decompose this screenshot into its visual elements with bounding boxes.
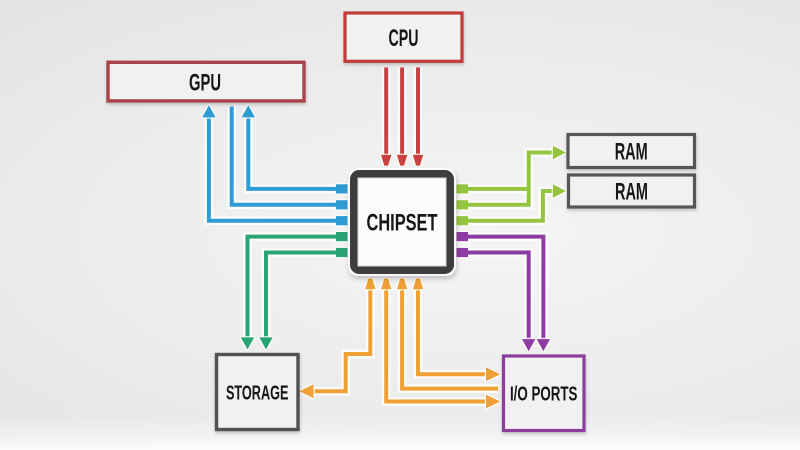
chipset-node: CHIPSET [348,168,456,276]
chipset-ram2-line [463,189,554,223]
chipset-io-orange-line-2-casing [413,288,487,379]
edge-chipset-io-storage-orange [297,277,502,410]
cpu-label: CPU [389,26,419,52]
gpu-arrowhead-2 [200,104,217,119]
cpu-chipset-arrowhead-1 [379,153,393,167]
chipset-io-line-2-casing [463,248,533,340]
chipset-pin-right-1 [456,184,468,194]
edge-chipset-io-purple [463,232,552,353]
io-arrowhead-orange-1 [484,393,502,410]
chipset-io-line-1 [463,234,546,340]
storage-arrowhead-1 [239,336,256,351]
ram1-box [566,132,697,170]
chipset-arrowhead-orange-3 [395,277,409,291]
chipset-arrowhead-orange-4 [411,277,425,291]
chipset-gpu-line-2 [206,116,341,223]
gpu-label: GPU [189,70,221,96]
chipset-pin-right-2 [456,200,468,210]
io-ports-node: I/O PORTS [501,354,586,433]
chipset-gpu-line-1-casing [244,116,341,194]
chipset-arrowhead-orange-1 [363,277,377,291]
chipset-pins [336,184,468,258]
chipset-storage-orange-line-casing [312,288,375,396]
chipset-gpu-line-1 [246,116,341,191]
gpu-arrowhead-1 [240,104,257,119]
chipset-storage-orange-line [312,288,373,394]
ram2-node: RAM [566,173,697,209]
cpu-box [343,11,464,63]
chipset-pin-left-1 [336,184,348,194]
ram2-arrowhead [551,183,568,199]
storage-arrowhead-2 [257,336,275,351]
cpu-chipset-arrowhead-2 [395,153,409,167]
gpu-node: GPU [106,60,306,103]
edge-chipset-ram [463,144,568,225]
io-chipset-orange-line [400,288,498,391]
storage-node: STORAGE [214,352,300,432]
chipset-pin-right-3 [456,216,468,226]
chipset-storage-line-1 [245,234,341,338]
edge-chipset-gpu [200,104,341,225]
chipset-arrowhead-orange-2 [379,277,393,291]
chipset-pin-left-3 [336,216,348,226]
storage-label: STORAGE [226,382,289,405]
chipset-pin-left-4 [336,232,348,242]
chipset-io-orange-line-2 [416,288,487,377]
chipset-storage-line-2 [264,250,341,338]
chipset-label: CHIPSET [367,211,438,237]
ram2-label: RAM [615,180,648,206]
chipset-pin-left-5 [336,247,348,258]
edge-chipset-storage [239,232,341,351]
gpu-chipset-line [229,106,341,207]
io-ports-box [501,354,586,433]
chipset-pin-right-4 [456,232,468,242]
cpu-chipset-arrowhead-3 [411,153,425,167]
io-arrowhead-purple-2 [520,337,537,353]
chipset-pin-right-5 [456,247,468,258]
ram2-box [566,173,697,209]
chipset-io-orange-line-1 [384,288,487,404]
storage-arrowhead-orange [297,383,315,400]
ram1-label: RAM [615,140,648,166]
gpu-box [106,60,306,103]
chipset-io-line-2 [463,250,531,340]
chipset-pin-left-2 [336,200,348,210]
io-arrowhead-purple-1 [535,337,552,353]
io-ports-label: I/O PORTS [510,383,578,406]
cpu-node: CPU [343,11,464,63]
edge-cpu-to-chipset [379,67,425,167]
chipset-storage-line-2-casing [261,248,341,338]
chipset-inner-keyline [357,177,447,267]
ram1-node: RAM [566,132,697,170]
chipset-box [350,170,454,274]
storage-box [214,352,300,432]
ram1-arrowhead [551,144,568,161]
chipset-ram1-line [463,150,554,207]
io-arrowhead-orange-2 [484,366,502,383]
